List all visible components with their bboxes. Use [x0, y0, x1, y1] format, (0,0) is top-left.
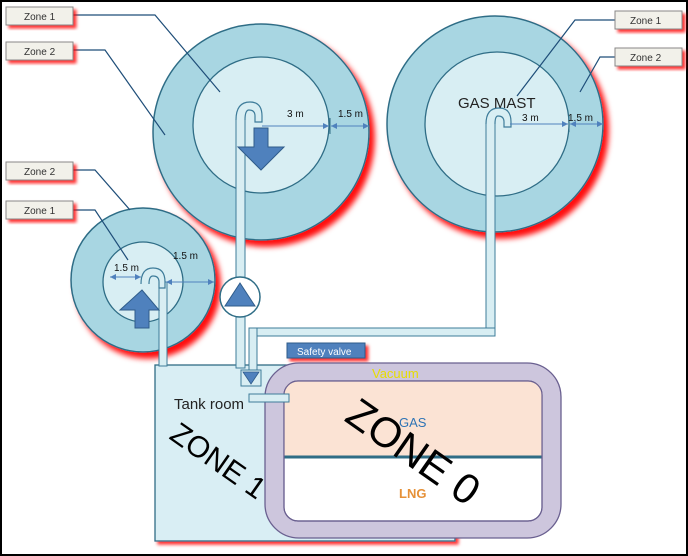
dimension-ticks: [329, 116, 570, 134]
vent-zone1-circle: [192, 56, 330, 194]
zone-tag-ml1: Zone 1: [5, 200, 74, 220]
svg-text:Zone 1: Zone 1: [24, 12, 56, 23]
dimension-lines: [110, 123, 603, 283]
tank-room-label: Tank room: [174, 396, 244, 413]
small-vent-pipe: [158, 281, 168, 367]
vent-outlet-icon: [485, 107, 512, 128]
gas-label: GAS: [399, 415, 427, 430]
mast-inner-dim: 3 m: [522, 113, 539, 124]
up-arrow-icon: [118, 289, 161, 329]
callout-leaders: [73, 14, 615, 261]
svg-text:Zone 2: Zone 2: [24, 47, 56, 58]
svg-text:Zone 1: Zone 1: [24, 206, 56, 217]
lng-tank: [264, 362, 562, 539]
vent-outlet-icon: [140, 267, 166, 289]
mast-header-pipe: [248, 327, 496, 337]
gas-mast-label: GAS MAST: [458, 95, 536, 112]
valve-riser-pipe: [248, 327, 258, 373]
vacuum-label: Vacuum: [372, 366, 419, 381]
svg-text:Safety valve: Safety valve: [297, 347, 352, 358]
zone-tag-tr1: Zone 1: [614, 10, 683, 30]
dimension-arrowheads: [110, 121, 603, 285]
tank-inlet-pipe: [248, 393, 290, 403]
small-inner-dim: 1.5 m: [114, 263, 139, 274]
mast-outer-dim: 1.5 m: [568, 113, 593, 124]
pump-icon: [219, 276, 261, 318]
small-outer-dim: 1.5 m: [173, 251, 198, 262]
zone-tag-tl2: Zone 2: [5, 41, 74, 61]
zone-tags: Zone 1 Zone 2 Zone 2 Zone 1 Zone 1 Zone …: [5, 6, 683, 220]
svg-text:Zone 2: Zone 2: [630, 53, 662, 64]
vent-pipe: [235, 117, 246, 369]
zone-tag-tl1: Zone 1: [5, 6, 74, 26]
svg-text:Zone 1: Zone 1: [630, 16, 662, 27]
zone-tag-tr2: Zone 2: [614, 47, 683, 67]
mast-pipe: [485, 121, 496, 337]
svg-text:Zone 2: Zone 2: [24, 167, 56, 178]
valve-icon: [240, 369, 262, 387]
vent-inner-dim: 3 m: [287, 109, 304, 120]
down-arrow-icon: [236, 127, 286, 171]
lng-label: LNG: [399, 486, 426, 501]
gas-space: [284, 381, 542, 456]
safety-valve-tag: Safety valve: [286, 342, 366, 359]
vent-outlet-icon: [235, 101, 263, 123]
zone-tag-ml2: Zone 2: [5, 161, 74, 181]
vent-outer-dim: 1.5 m: [338, 109, 363, 120]
